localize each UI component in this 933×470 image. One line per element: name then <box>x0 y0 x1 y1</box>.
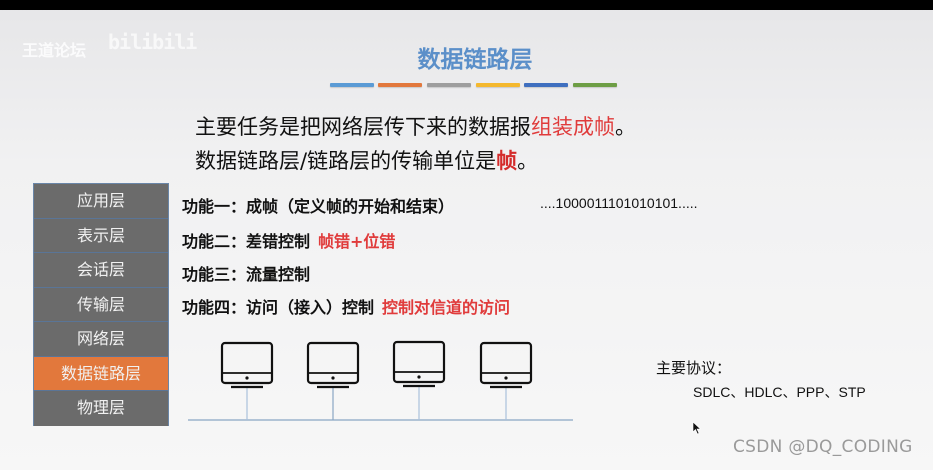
intro-punct: 。 <box>615 115 636 139</box>
csdn-watermark: CSDN @DQ_CODING <box>733 437 913 457</box>
protocols-list: SDLC、HDLC、PPP、STP <box>693 384 866 400</box>
color-bar <box>330 83 374 87</box>
mouse-cursor-icon <box>692 421 702 435</box>
function-1: 功能一：成帧（定义帧的开始和结束） <box>182 193 454 217</box>
function-2: 功能二：差错控制帧错+位错 <box>182 228 395 252</box>
layer-session: 会话层 <box>34 253 168 288</box>
layer-network: 网络层 <box>34 322 168 357</box>
slide-title: 数据链路层 <box>417 47 533 73</box>
function-label: 功能三：流量控制 <box>182 265 311 284</box>
function-label: 功能二：差错控制 <box>182 232 311 251</box>
layer-physical: 物理层 <box>34 391 168 426</box>
function-note: 帧错+位错 <box>318 232 396 251</box>
computer-icon <box>306 341 360 420</box>
function-4: 功能四：访问（接入）控制控制对信道的访问 <box>182 294 510 318</box>
layer-data-link: 数据链路层 <box>34 356 168 391</box>
layer-application: 应用层 <box>34 184 168 219</box>
wangdao-watermark: 王道论坛 <box>22 41 87 60</box>
color-bar <box>524 83 568 87</box>
layer-transport: 传输层 <box>34 287 168 322</box>
layer-presentation: 表示层 <box>34 218 168 253</box>
bit-stream: ....1000011101010101..... <box>540 195 698 211</box>
intro-text: 主要任务是把网络层传下来的数据报 <box>195 115 531 139</box>
intro-highlight: 帧 <box>496 149 518 173</box>
function-3: 功能三：流量控制 <box>182 261 310 285</box>
protocols-label: 主要协议： <box>656 359 732 377</box>
intro-highlight: 组装成帧 <box>531 115 615 139</box>
function-label: 功能四：访问（接入）控制 <box>182 298 375 317</box>
intro-line-1: 主要任务是把网络层传下来的数据报组装成帧。 <box>195 111 636 141</box>
computer-icon <box>479 341 533 420</box>
intro-text: 数据链路层/链路层的传输单位是 <box>195 149 497 173</box>
computer-icon <box>392 340 446 420</box>
intro-line-2: 数据链路层/链路层的传输单位是帧。 <box>195 145 538 175</box>
function-note: 控制对信道的访问 <box>382 298 511 317</box>
color-bar <box>476 83 520 87</box>
intro-punct: 。 <box>517 149 539 173</box>
color-bar <box>427 83 471 87</box>
color-bar <box>573 83 617 87</box>
osi-layer-stack: 应用层 表示层 会话层 传输层 网络层 数据链路层 物理层 <box>33 183 169 426</box>
computer-icon <box>220 341 274 420</box>
video-top-bar <box>0 0 933 10</box>
function-label: 功能一：成帧（定义帧的开始和结束） <box>182 197 455 216</box>
color-bar <box>378 83 422 87</box>
bilibili-logo: bilibili <box>108 30 197 54</box>
